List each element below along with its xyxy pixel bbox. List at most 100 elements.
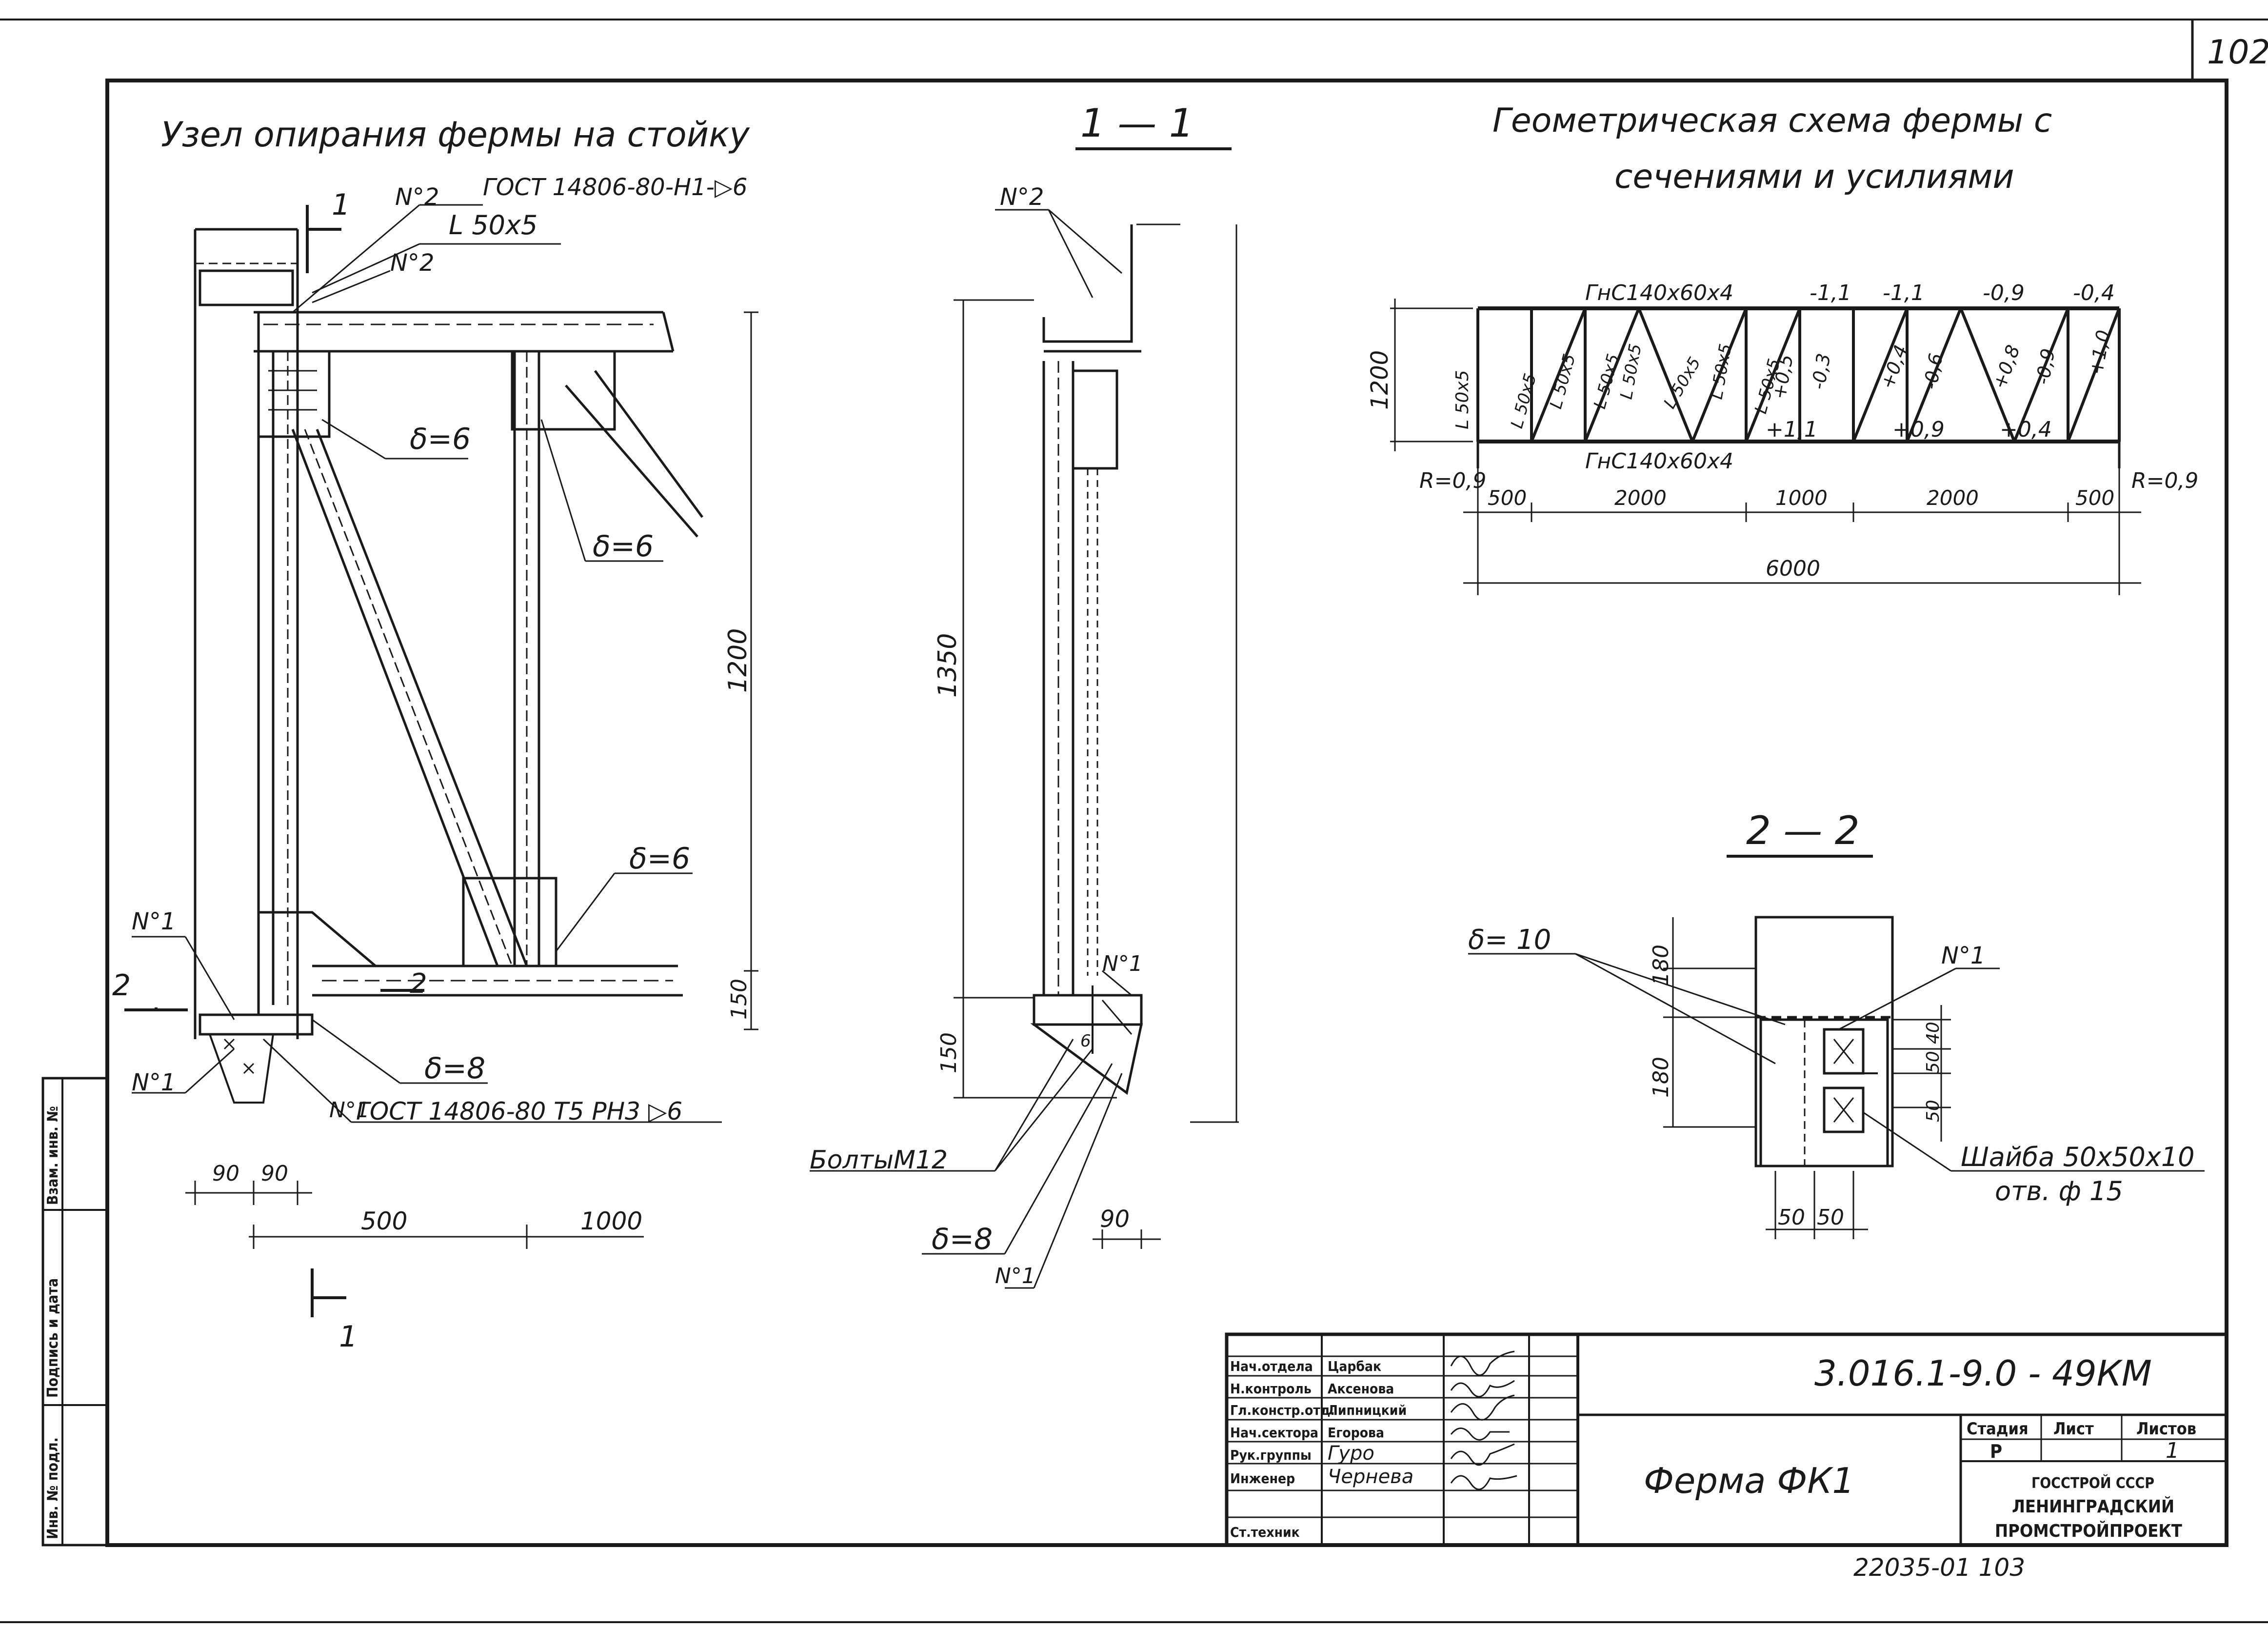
section-2-2-dim-50d: 50 <box>1817 1205 1844 1230</box>
side-stamp: Инв. № подл. Подпись и дата Взам. инв. № <box>41 1077 109 1547</box>
section-1-1-mark-1b: N°1 <box>995 1264 1035 1288</box>
left-mark-1a: N°1 <box>132 908 176 935</box>
name-4: Егорова <box>1328 1425 1384 1441</box>
member-label-3: L 50x5 <box>1546 352 1579 411</box>
left-dim-90b: 90 <box>261 1161 288 1186</box>
left-mark-1c: N°1 <box>329 1098 370 1123</box>
geometry-dim-4: 2000 <box>1927 486 1979 510</box>
section-1-1-title: 1 — 1 <box>1080 101 1194 146</box>
geometry-dim-3: 1000 <box>1775 486 1828 510</box>
sheets-header: Листов <box>2136 1419 2196 1439</box>
left-view-title: Узел опирания фермы на стойку <box>161 115 750 155</box>
role-3: Гл.констр.отд. <box>1230 1402 1335 1418</box>
left-dim-1200: 1200 <box>723 628 753 693</box>
role-5: Рук.группы <box>1230 1447 1312 1463</box>
left-gost-top: ГОСТ 14806-80-Н1-▷6 <box>483 174 747 201</box>
left-delta-6b: δ=6 <box>593 529 654 563</box>
section-2-2-mark-1: N°1 <box>1941 942 1985 969</box>
left-dim-1000: 1000 <box>580 1207 642 1235</box>
geometry-height: 1200 <box>1366 350 1393 410</box>
name-1: Царбак <box>1328 1358 1381 1374</box>
drawing-designation: 3.016.1-9.0 - 49КМ <box>1814 1353 2152 1394</box>
top-force-2: -1,1 <box>1883 281 1925 305</box>
left-dim-150: 150 <box>727 979 752 1020</box>
stamp-col-replace: Взам. инв. № <box>44 1106 61 1205</box>
section-2-2-drawing <box>1468 916 2205 1239</box>
support-node-drawing <box>124 204 758 1317</box>
archive-number: 22035-01 103 <box>1853 1553 2025 1582</box>
top-force-4: -0,4 <box>2073 281 2115 305</box>
section-1-1-mark-1a: N°1 <box>1102 951 1143 976</box>
name-5: Гуро <box>1328 1442 1374 1465</box>
left-delta-6c: δ=6 <box>629 842 690 876</box>
geometry-dim-5: 500 <box>2075 486 2114 510</box>
washer-label: Шайба 50x50x10 <box>1961 1142 2195 1172</box>
left-delta-8: δ=8 <box>424 1051 485 1086</box>
section-2-2-delta-10: δ= 10 <box>1468 924 1551 956</box>
org-line-2: ЛЕНИНГРАДСКИЙ <box>2012 1496 2174 1517</box>
section-2-2-dim-180b: 180 <box>1649 1057 1673 1098</box>
section-1-1-dim-150: 150 <box>936 1032 961 1073</box>
web-force-6: -0,9 <box>2032 347 2059 386</box>
page-number: 102 <box>2207 33 2268 72</box>
left-section-2-right: 2 <box>410 968 427 1000</box>
left-section-2-left: 2 <box>112 968 131 1003</box>
left-mark-2a: N°2 <box>395 183 439 211</box>
geometry-title-line1: Геометрическая схема фермы с <box>1492 101 2052 140</box>
role-4: Нач.сектора <box>1230 1425 1318 1441</box>
section-1-1-bolts: БолтыМ12 <box>810 1146 948 1175</box>
left-mark-1b: N°1 <box>132 1069 176 1096</box>
signatures <box>1450 1350 1517 1490</box>
left-section-1-bottom: 1 <box>339 1320 358 1354</box>
left-delta-6a: δ=6 <box>410 422 471 456</box>
top-force-3: -0,9 <box>1983 281 2025 305</box>
section-1-1-six: 6 <box>1080 1031 1091 1051</box>
bottom-force-3: +0,4 <box>2000 417 2052 442</box>
section-2-2-dim-50a: 50 <box>1923 1051 1943 1073</box>
section-1-1-mark-2: N°2 <box>1000 183 1044 211</box>
geometry-reaction-right: R=0,9 <box>2131 468 2198 493</box>
web-force-7: +1,0 <box>2086 328 2114 377</box>
left-gost-bottom: ГОСТ 14806-80 Т5 РН3 ▷6 <box>356 1097 682 1126</box>
left-section-1-top: 1 <box>332 188 350 222</box>
section-2-2-dim-50b: 50 <box>1923 1100 1943 1122</box>
stage-header: Стадия <box>1967 1419 2029 1439</box>
web-force-5: +0,8 <box>1989 342 2024 392</box>
left-dim-500: 500 <box>361 1207 407 1235</box>
top-force-1: -1,1 <box>1810 281 1851 305</box>
section-2-2-title: 2 — 2 <box>1746 808 1860 853</box>
section-2-2-dim-40: 40 <box>1923 1022 1943 1044</box>
section-2-2-dim-180a: 180 <box>1649 945 1673 985</box>
name-6: Чернева <box>1328 1466 1413 1488</box>
geometry-bottom-chord: ГнС140x60x4 <box>1585 449 1733 474</box>
web-force-2: -0,3 <box>1808 352 1835 391</box>
title-block <box>1225 1332 2228 1547</box>
sheet-header: Лист <box>2053 1419 2094 1439</box>
bottom-force-1: +1,1 <box>1766 417 1818 442</box>
left-angle-label: L 50x5 <box>449 210 537 241</box>
geometry-dim-total: 6000 <box>1766 556 1820 581</box>
section-1-1-dim-1350: 1350 <box>933 633 962 698</box>
role-6: Инженер <box>1230 1470 1295 1487</box>
name-2: Аксенова <box>1328 1381 1394 1397</box>
stamp-col-signature: Подпись и дата <box>44 1278 61 1398</box>
sheets-value: 1 <box>2166 1438 2179 1463</box>
left-mark-2b: N°2 <box>390 249 434 277</box>
left-dim-90a: 90 <box>212 1161 239 1186</box>
section-1-1-delta-8: δ=8 <box>932 1222 993 1256</box>
name-3: Липницкий <box>1328 1402 1407 1418</box>
member-label-2: L 50x5 <box>1507 371 1540 430</box>
stage-value: Р <box>1990 1441 2002 1462</box>
member-label-6: L 50x5 <box>1660 354 1705 412</box>
sheet-frame <box>0 19 2268 1623</box>
geometry-dim-2: 2000 <box>1614 486 1667 510</box>
bottom-force-2: +0,9 <box>1892 417 1945 442</box>
role-2: Н.контроль <box>1230 1381 1312 1397</box>
member-label-4: L 50x5 <box>1590 352 1623 411</box>
web-force-4: -0,6 <box>1920 352 1947 391</box>
drawing-name: Ферма ФК1 <box>1644 1460 1854 1501</box>
section-1-1-drawing <box>810 209 1239 1289</box>
stamp-col-inv-podl: Инв. № подл. <box>44 1437 61 1539</box>
role-1: Нач.отдела <box>1230 1358 1313 1374</box>
geometry-reaction-left: R=0,9 <box>1419 468 1486 493</box>
